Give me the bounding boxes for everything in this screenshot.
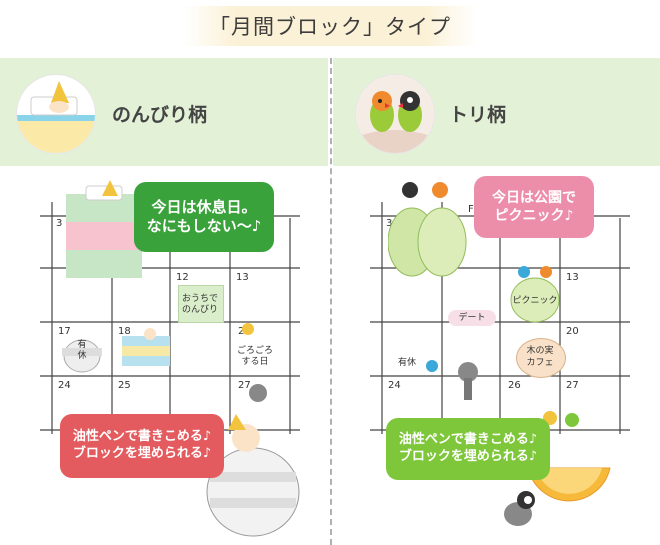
right-pattern-label: トリ柄 — [449, 104, 507, 126]
left-top-speech-bubble: 今日は休息日。なにもしない〜♪ — [134, 182, 274, 252]
java-sparrow-icon — [504, 491, 535, 526]
rolling-character-icon — [249, 384, 267, 402]
day-off-text-1: 有 — [77, 340, 87, 350]
right-date-24: 24 — [388, 380, 401, 391]
birds-icon — [355, 74, 435, 154]
right-top-bubble-line-2: ピクニック♪ — [494, 208, 574, 224]
right-bottom-speech-bubble: 油性ペンで書きこめる♪ブロックを埋められる♪ — [386, 418, 550, 480]
left-top-bubble-line-2: なにもしない〜♪ — [146, 217, 262, 235]
left-bottom-speech-bubble: 油性ペンで書きこめる♪ブロックを埋められる♪ — [60, 414, 224, 478]
right-header: トリ柄 — [333, 58, 660, 166]
blanket-sticker-icon — [66, 180, 142, 278]
right-top-bubble-line-1: 今日は公園で — [492, 189, 576, 206]
date-text: デート — [458, 313, 486, 323]
right-date-26: 26 — [508, 380, 521, 391]
right-top-speech-bubble: 今日は公園でピクニック♪ — [474, 176, 594, 238]
right-date-f: F — [468, 204, 474, 215]
birds-perch-icon — [426, 360, 478, 400]
date-sticker — [448, 310, 496, 326]
left-date-18: 18 — [118, 326, 131, 337]
right-bottom-bubble-line-2: ブロックを埋められる♪ — [398, 449, 538, 464]
right-date-20: 20 — [566, 326, 579, 337]
home-sticker-text-1: おうちで — [181, 294, 218, 304]
left-top-bubble-line-1: 今日は休息日。 — [151, 197, 257, 216]
left-date-27: 27 — [238, 380, 251, 391]
left-date-17: 17 — [58, 326, 71, 337]
picnic-apple-icon — [510, 266, 560, 323]
sleeping-character-icon — [17, 81, 95, 153]
left-pattern-label: のんびり柄 — [112, 104, 208, 126]
apple-icon — [388, 182, 467, 277]
home-sticker-text-2: のんびり — [181, 305, 218, 315]
title-banner: 「月間ブロック」タイプ — [183, 6, 477, 46]
lovebirds-icon — [356, 75, 434, 153]
left-date-24: 24 — [58, 380, 71, 391]
cafe-text-2: カフェ — [526, 358, 554, 368]
striped-character-icon — [122, 328, 170, 366]
left-date-13: 13 — [236, 272, 249, 283]
sleeping-icon — [16, 74, 96, 154]
goro-text-1: ごろごろ — [236, 346, 273, 356]
cafe-sticker — [516, 338, 566, 378]
left-date-25: 25 — [118, 380, 131, 391]
left-bottom-bubble-line-1: 油性ペンで書きこめる♪ — [72, 429, 212, 445]
right-date-3: 3 — [386, 218, 393, 229]
left-date-3: 3 — [56, 218, 63, 229]
day-off-text-2: 休 — [77, 351, 87, 361]
center-divider — [330, 58, 332, 545]
left-bottom-bubble-line-2: ブロックを埋められる♪ — [72, 446, 212, 461]
picnic-text: ピクニック — [512, 296, 558, 306]
goro-text-2: する日 — [241, 357, 269, 367]
lamp-icon — [242, 323, 254, 335]
home-sticker — [178, 285, 224, 323]
orange-slice-icon — [527, 467, 611, 502]
left-header: のんびり柄 — [0, 58, 328, 166]
right-date-13: 13 — [566, 272, 579, 283]
left-date-12: 12 — [176, 272, 189, 283]
sleeping-character-bottom-icon — [206, 414, 300, 537]
page-title: 「月間ブロック」タイプ — [209, 15, 451, 39]
day-off-character-icon — [62, 339, 102, 373]
cafe-text-1: 木の実 — [526, 346, 554, 356]
day-off-bird-text: 有休 — [397, 358, 416, 368]
right-bottom-bubble-line-1: 油性ペンで書きこめる♪ — [398, 432, 538, 448]
right-date-27: 27 — [566, 380, 579, 391]
